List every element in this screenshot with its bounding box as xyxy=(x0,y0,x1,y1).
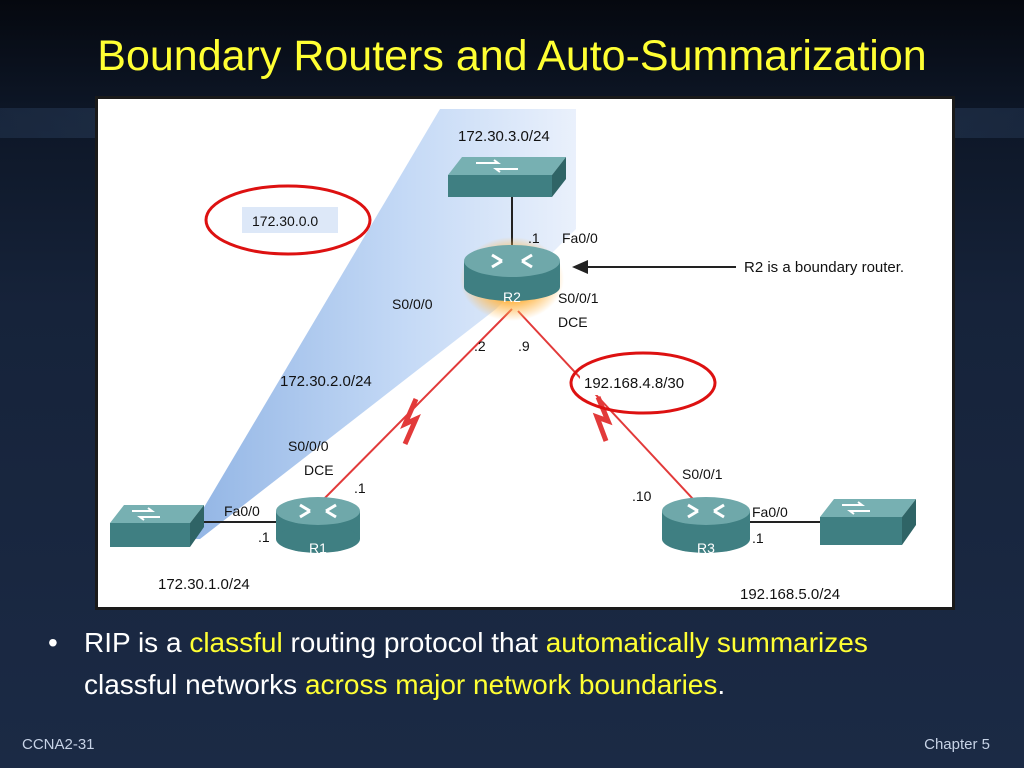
r1-lan-network: 172.30.1.0/24 xyxy=(158,576,250,593)
r2-fa-ip: .1 xyxy=(528,230,540,246)
boundary-arrowhead xyxy=(572,260,588,274)
bullet-list: • RIP is a classful routing protocol tha… xyxy=(48,622,908,706)
router-icon xyxy=(464,245,560,301)
bullet-dot: • xyxy=(48,627,58,658)
bullet-highlight: classful xyxy=(189,627,283,658)
switch-icon xyxy=(820,499,916,545)
r2-s001-dce: DCE xyxy=(558,314,588,330)
r1-fa-ip: .1 xyxy=(258,529,270,545)
r3-fa-ip: .1 xyxy=(752,530,764,546)
r2-r3-lightning xyxy=(592,396,613,442)
network-diagram-svg: R2 R1 R3 172.30.0.0 R2 is a boundary rou… xyxy=(110,109,916,603)
network-diagram: R2 R1 R3 172.30.0.0 R2 is a boundary rou… xyxy=(95,96,955,610)
summary-callout-circle xyxy=(204,184,372,256)
bullet-text-part: routing protocol that xyxy=(282,627,546,658)
r3-name: R3 xyxy=(697,540,715,556)
r2-fa-port: Fa0/0 xyxy=(562,230,598,246)
bullet-item: RIP is a classful routing protocol that … xyxy=(84,622,908,706)
router-icon xyxy=(662,497,750,553)
r2-r3-network: 192.168.4.8/30 xyxy=(584,375,684,392)
switch-icon xyxy=(448,157,566,197)
r1-r2-network: 172.30.2.0/24 xyxy=(280,373,372,390)
r2-r3-network-box xyxy=(580,371,700,395)
footer-course-code: CCNA2-31 xyxy=(22,736,95,753)
r2-r3-callout-circle xyxy=(569,351,717,415)
bullet-text-part: classful networks xyxy=(84,669,305,700)
bullet-highlight: automatically summarizes xyxy=(545,627,868,658)
switch-icon xyxy=(110,505,204,547)
r3-serial-port: S0/0/1 xyxy=(682,466,723,482)
r1-serial-dce: DCE xyxy=(304,462,334,478)
r2-s000-port: S0/0/0 xyxy=(392,296,433,312)
r1-fa-port: Fa0/0 xyxy=(224,503,260,519)
r2-r3-serial-link xyxy=(517,310,707,514)
r2-s001-ip: .9 xyxy=(518,338,530,354)
r2-s001-port: S0/0/1 xyxy=(558,290,599,306)
footer-chapter: Chapter 5 xyxy=(924,736,990,753)
r1-r2-lightning xyxy=(400,397,421,446)
r2-s000-ip: .2 xyxy=(474,338,486,354)
summary-route-box xyxy=(242,207,338,233)
slide-title: Boundary Routers and Auto-Summarization xyxy=(97,32,927,80)
bullet-highlight: across major network boundaries xyxy=(304,669,718,700)
r3-lan-network: 192.168.5.0/24 xyxy=(740,586,840,603)
r2-name: R2 xyxy=(503,289,521,305)
r1-serial-ip: .1 xyxy=(354,480,366,496)
r1-serial-port: S0/0/0 xyxy=(288,438,329,454)
classful-network-region xyxy=(190,109,576,539)
r2-lan-network: 172.30.3.0/24 xyxy=(458,128,550,145)
router-icon xyxy=(276,497,360,553)
bullet-text-part: . xyxy=(717,669,726,700)
r3-fa-port: Fa0/0 xyxy=(752,504,788,520)
boundary-note: R2 is a boundary router. xyxy=(744,259,904,276)
bullet-text-part: RIP is a xyxy=(84,627,190,658)
summary-route-label: 172.30.0.0 xyxy=(252,213,318,229)
r1-name: R1 xyxy=(309,540,327,556)
r3-serial-ip: .10 xyxy=(632,488,652,504)
